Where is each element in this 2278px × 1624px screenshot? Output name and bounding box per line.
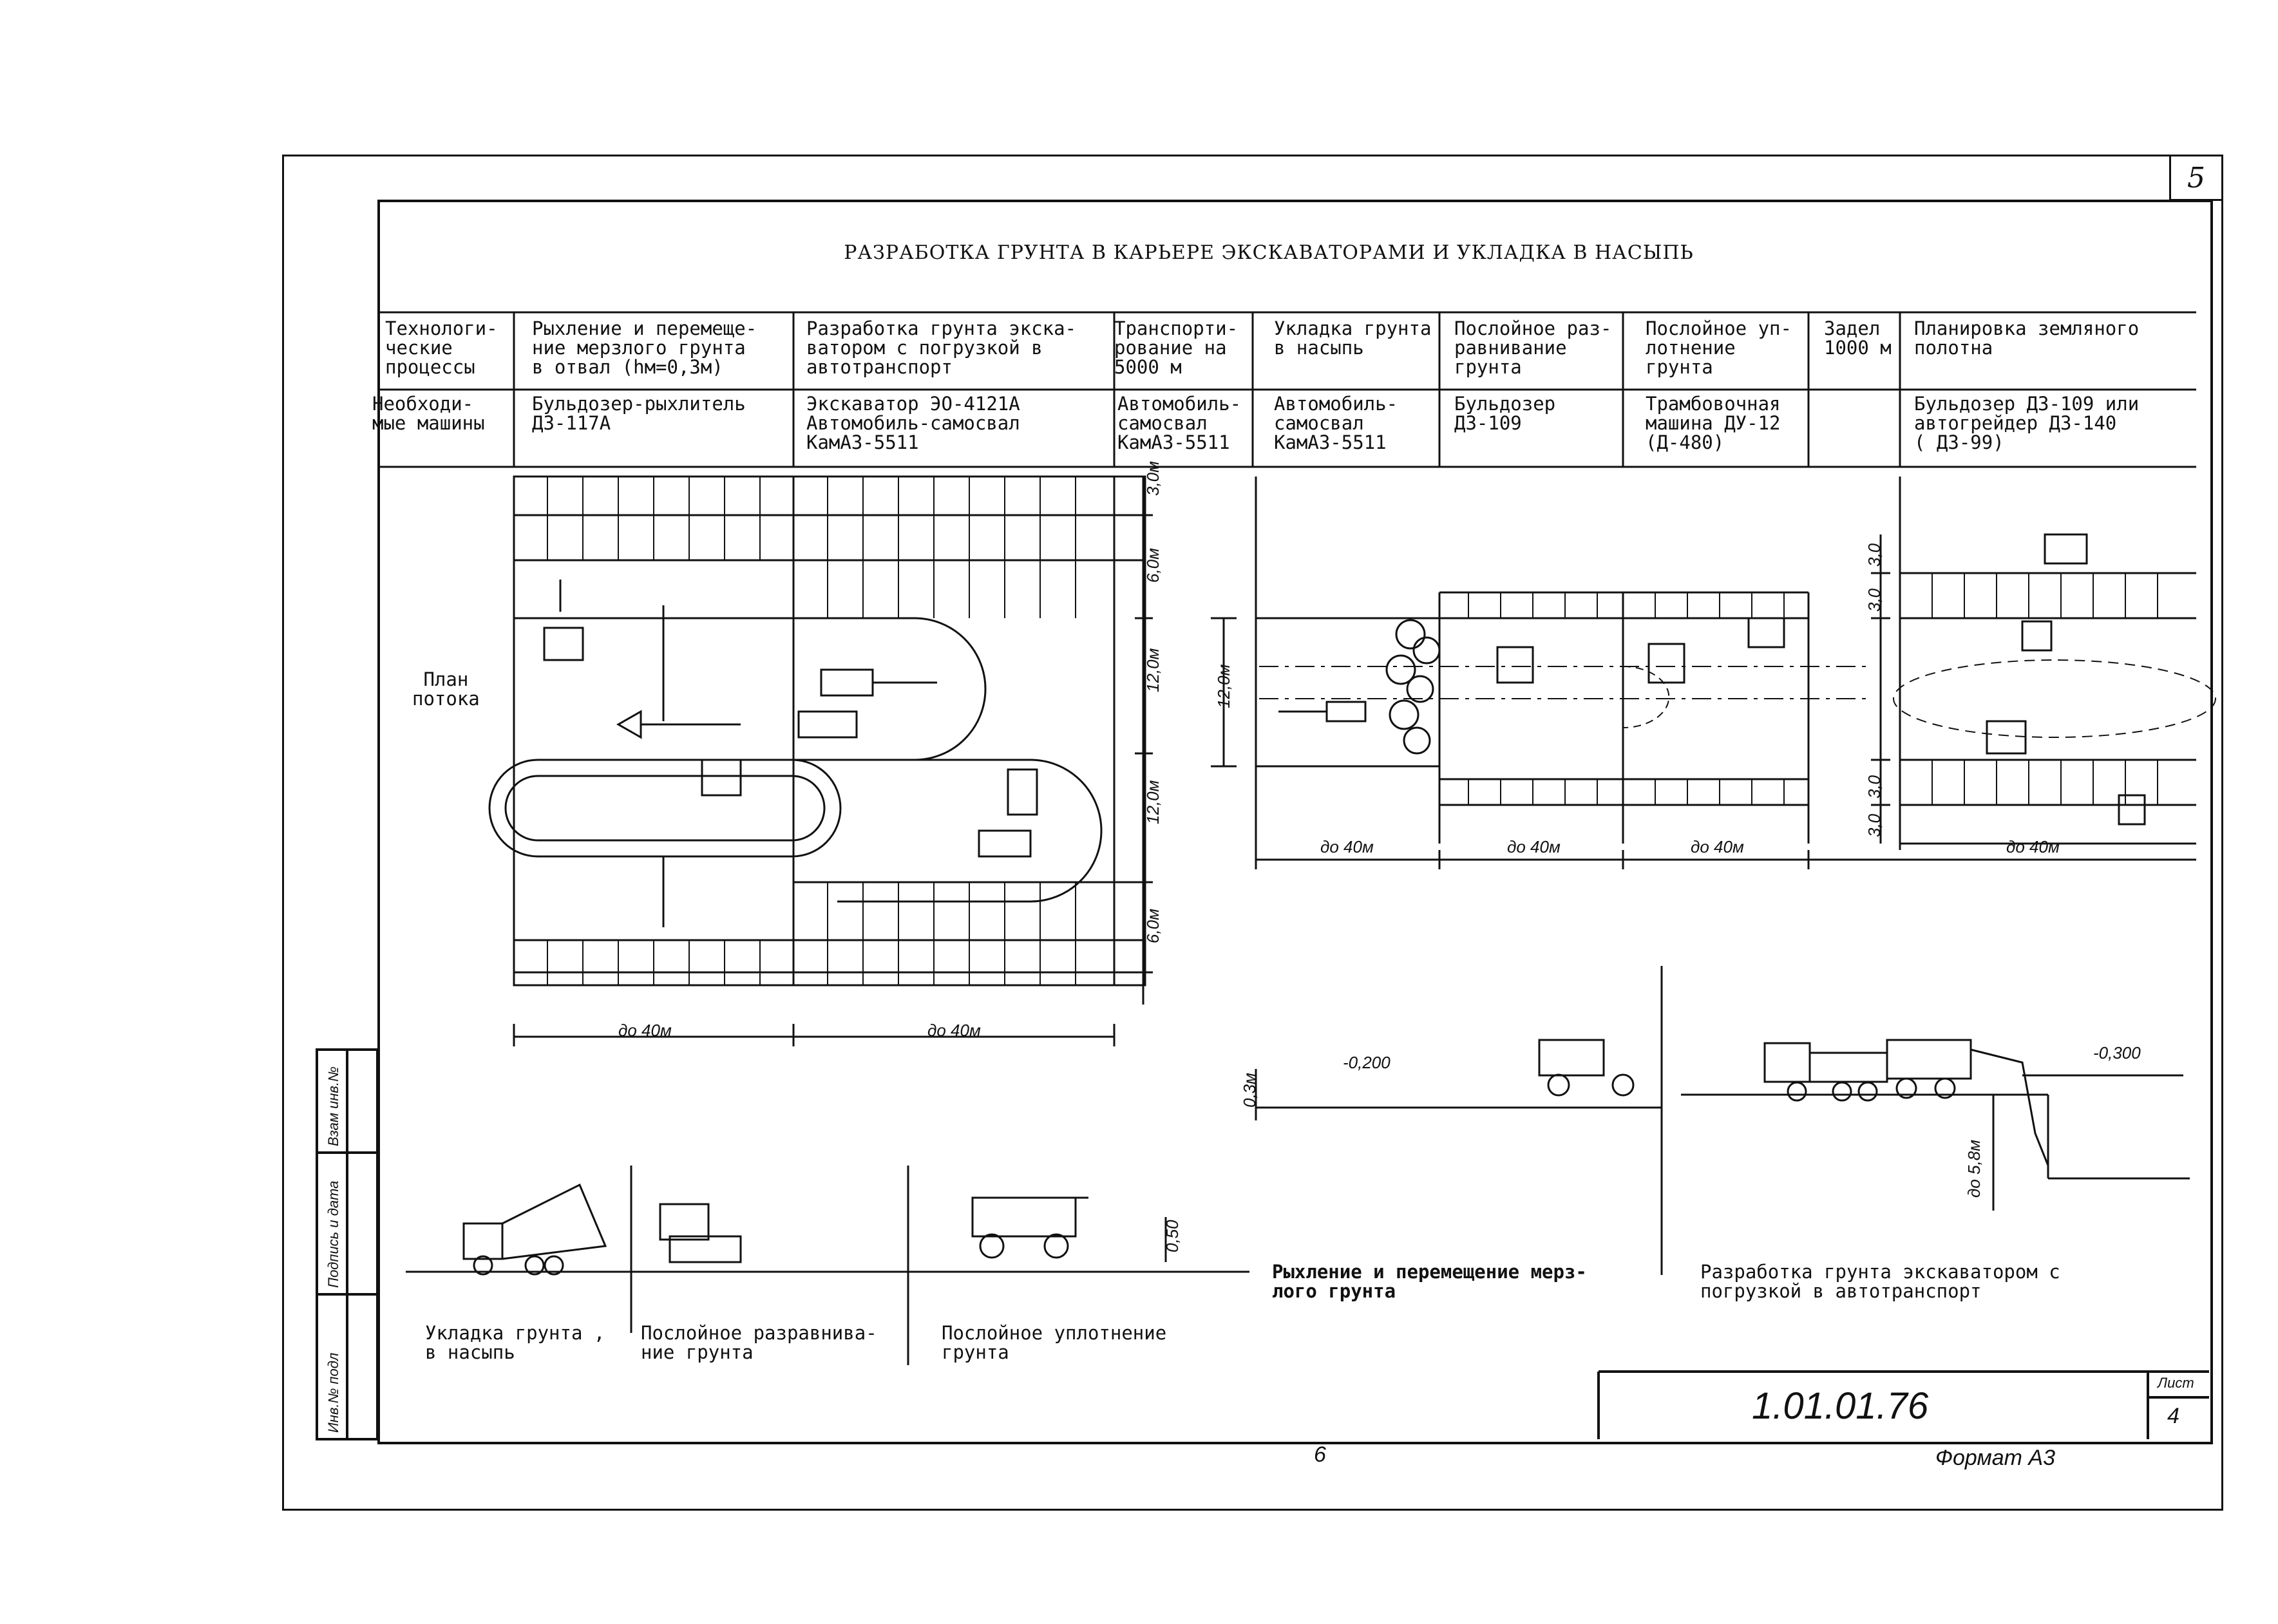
machine-cell-6: Трамбовочная машина ДУ-12 (Д-480) (1646, 393, 1781, 453)
caption-layer-compaction: Послойное уплотнение грунта (942, 1322, 1167, 1363)
machine-cell-2: Экскаватор ЭО-4121А Автомобиль-самосвал … (806, 393, 1020, 453)
dim-depth-03: 0,3м (1240, 1073, 1259, 1108)
page-title: РАЗРАБОТКА ГРУНТА В КАРЬЕРЕ ЭКСКАВАТОРАМ… (844, 241, 1694, 264)
sheet-label: Лист (2158, 1375, 2194, 1391)
outer-frame (282, 155, 2223, 1511)
dim-3-c: 3,0 (1865, 775, 1884, 798)
dim-len-40-f: до 40м (2006, 837, 2060, 856)
inner-frame (377, 200, 2213, 1444)
machine-cell-3: Автомобиль- самосвал КамАЗ-5511 (1117, 393, 1242, 453)
process-cell-7: Задел 1000 м (1824, 317, 1892, 359)
stamp-inv-label: Инв.№ подл (325, 1352, 341, 1433)
dim-depth-58: до 5,8м (1964, 1139, 1984, 1198)
dim-12m-a: 12,0м (1143, 648, 1163, 692)
caption-frozen-ripping: Рыхление и перемещение мерз- лого грунта (1272, 1261, 1587, 1302)
process-cell-3: Транспорти- рование на 5000 м (1114, 317, 1239, 378)
process-cell-1: Рыхление и перемеще- ние мерзлого грунта… (532, 317, 757, 378)
page-number: 6 (1314, 1442, 1326, 1467)
dim-len-40-c: до 40м (1320, 837, 1374, 856)
caption-layer-leveling: Послойное разравнива- ние грунта (641, 1322, 877, 1363)
machine-cell-1: Бульдозер-рыхлитель ДЗ-117А (532, 393, 746, 434)
mark-0200: -0,200 (1343, 1053, 1391, 1072)
paper-format: Формат А3 (1935, 1446, 2056, 1470)
mark-0300: -0,300 (2093, 1043, 2141, 1062)
dim-3-a: 3,0 (1865, 543, 1884, 567)
machine-cell-4: Автомобиль- самосвал КамАЗ-5511 (1274, 393, 1398, 453)
process-cell-5: Послойное раз- равнивание грунта (1454, 317, 1612, 378)
sheet-corner-number: 5 (2169, 155, 2223, 201)
stamp-sign-label: Подпись и дата (325, 1180, 341, 1288)
dim-len-40-e: до 40м (1691, 837, 1744, 856)
process-cell-2: Разработка грунта экска- ватором с погру… (806, 317, 1077, 378)
process-cell-6: Послойное уп- лотнение грунта (1646, 317, 1792, 378)
stamp-vzam-label: Взам инв.№ (325, 1066, 341, 1146)
section-views (406, 966, 2190, 1365)
plan-label: План потока (412, 668, 480, 710)
row-label-machines: Необходи- мые машины (372, 393, 485, 434)
dim-3m-top: 3,0м (1143, 461, 1163, 496)
dim-len-40-a: до 40м (618, 1021, 672, 1040)
quarry-plan (488, 475, 1153, 1046)
dim-len-40-b: до 40м (927, 1021, 981, 1040)
dim-12m-c: 12,0м (1214, 664, 1233, 708)
dim-depth-050: 0,50 (1163, 1220, 1182, 1252)
process-cell-4: Укладка грунта в насыпь (1274, 317, 1432, 359)
sheet-number: 4 (2167, 1404, 2179, 1428)
machine-cell-8: Бульдозер ДЗ-109 или автогрейдер ДЗ-140 … (1914, 393, 2140, 453)
dim-3-d: 3,0 (1865, 813, 1884, 837)
dim-12m-b: 12,0м (1143, 780, 1163, 824)
dim-6m-bottom: 6,0м (1143, 909, 1163, 943)
machine-cell-5: Бульдозер ДЗ-109 (1454, 393, 1556, 434)
caption-fill-embankment: Укладка грунта , в насыпь (425, 1322, 605, 1363)
dim-6m-top: 6,0м (1143, 548, 1163, 583)
embankment-plan (1211, 477, 2216, 869)
dim-3-b: 3,0 (1865, 588, 1884, 612)
document-code: 1.01.01.76 (1752, 1385, 1929, 1427)
row-label-processes: Технологи- ческие процессы (385, 317, 498, 378)
process-cell-8: Планировка земляного полотна (1914, 317, 2140, 359)
caption-excavation-loading: Разработка грунта экскаватором с погрузк… (1700, 1261, 2060, 1302)
dim-len-40-d: до 40м (1507, 837, 1561, 856)
